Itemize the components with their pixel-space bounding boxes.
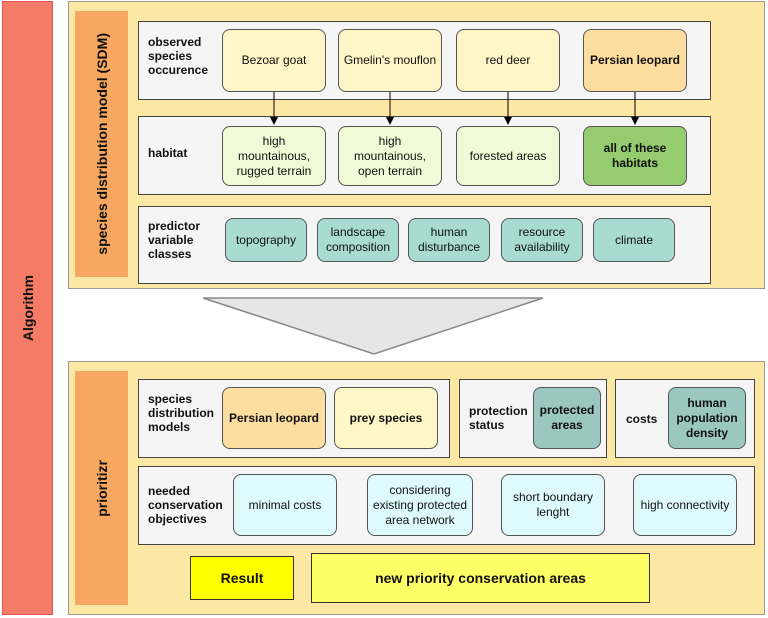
protection-label: protection status — [469, 404, 528, 432]
species-gmelins-mouflon: Gmelin's mouflon — [338, 29, 442, 92]
protected-areas-box: protected areas — [533, 387, 601, 449]
observed-species-label: observed species occurence — [148, 35, 209, 77]
population-density-box: human population density — [668, 387, 746, 449]
costs-label: costs — [626, 412, 658, 426]
objective-short-boundary: short boundary lenght — [501, 474, 605, 536]
flow-chevron — [202, 297, 544, 355]
prioritizr-side-bar: prioritizr — [75, 371, 128, 605]
result-label: Result — [190, 556, 294, 600]
sdm-persian-leopard: Persian leopard — [222, 387, 326, 449]
predictor-topography: topography — [225, 218, 307, 262]
result-value: new priority conservation areas — [311, 553, 650, 603]
predictor-climate: climate — [593, 218, 675, 262]
habitat-rugged: high mountainous, rugged terrain — [222, 126, 326, 186]
sdm-models-label: species distribution models — [148, 392, 214, 434]
habitat-label: habitat — [148, 146, 188, 160]
prioritizr-side-label: prioritizr — [93, 459, 110, 517]
predictor-human-disturbance: human disturbance — [408, 218, 490, 262]
sdm-prey-species: prey species — [334, 387, 438, 449]
algorithm-bar: Algorithm — [2, 1, 53, 615]
species-red-deer: red deer — [456, 29, 560, 92]
objective-existing-network: considering existing protected area netw… — [367, 474, 473, 536]
species-bezoar-goat: Bezoar goat — [222, 29, 326, 92]
habitat-open: high mountainous, open terrain — [338, 126, 442, 186]
species-persian-leopard: Persian leopard — [583, 29, 687, 92]
objectives-label: needed conservation objectives — [148, 484, 223, 526]
objective-high-connectivity: high connectivity — [633, 474, 737, 536]
sdm-side-bar: species distribution model (SDM) — [75, 11, 128, 277]
habitat-all: all of these habitats — [583, 126, 687, 186]
habitat-forested: forested areas — [456, 126, 560, 186]
predictor-label: predictor variable classes — [148, 219, 201, 261]
objective-minimal-costs: minimal costs — [233, 474, 337, 536]
predictor-landscape: landscape composition — [317, 218, 399, 262]
predictor-resources: resource availability — [501, 218, 583, 262]
